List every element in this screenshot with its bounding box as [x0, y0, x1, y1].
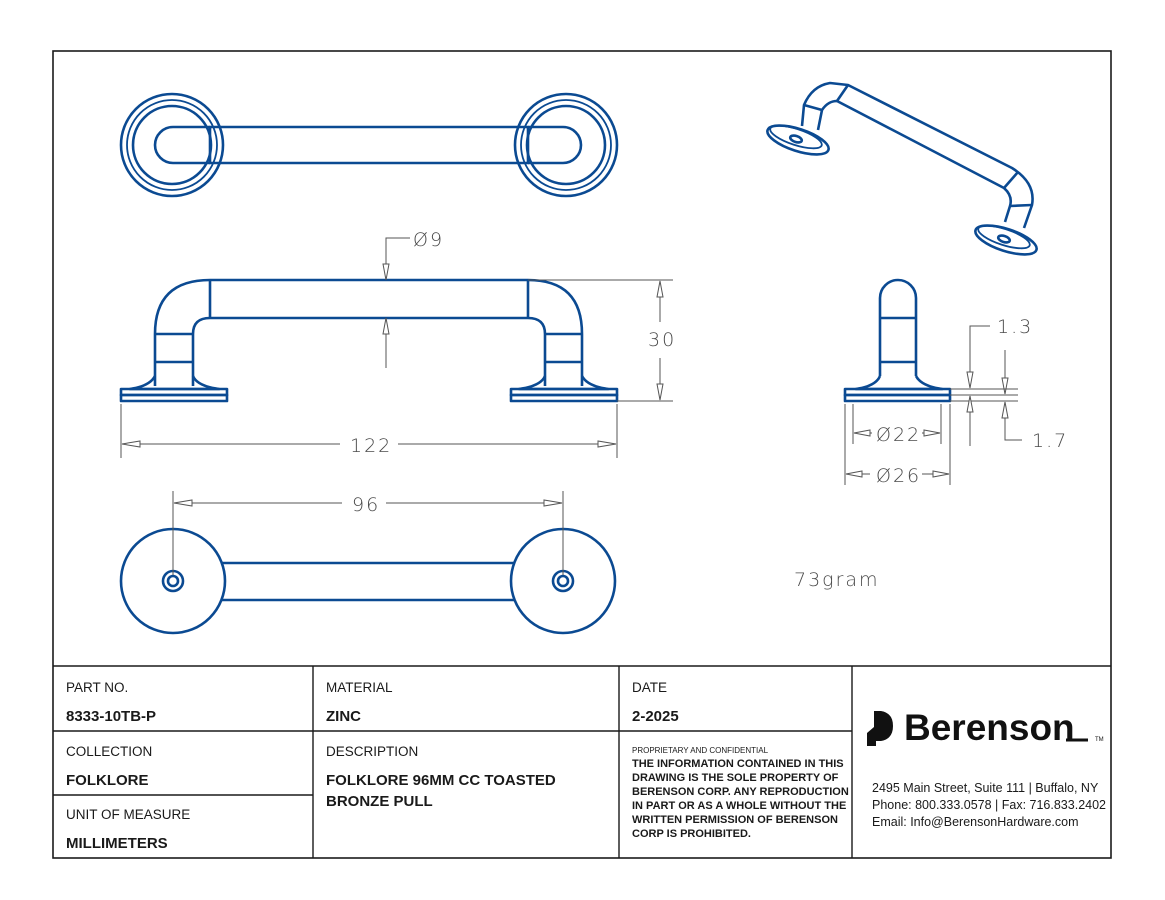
notice-line: CORP IS PROHIBITED. — [632, 828, 751, 840]
date-label: DATE — [632, 680, 667, 695]
notice-heading: PROPRIETARY AND CONFIDENTIAL — [632, 746, 769, 755]
part-no-value: 8333-10TB-P — [66, 708, 156, 725]
trademark: TM — [1095, 737, 1104, 743]
notice-line: WRITTEN PERMISSION OF BERENSON — [632, 814, 838, 826]
description-value-line1: FOLKLORE 96MM CC TOASTED — [326, 772, 556, 789]
company-email: Email: Info@BerensonHardware.com — [872, 815, 1079, 829]
description-label: DESCRIPTION — [326, 744, 418, 759]
front-view — [119, 278, 619, 403]
dim-tube-diameter: Ø9 — [413, 229, 444, 251]
dim-overall-length: 122 — [350, 435, 392, 457]
dim-base-step-top: 1.3 — [997, 316, 1033, 338]
description-value-line2: BRONZE PULL — [326, 793, 433, 810]
dim-height: 30 — [648, 329, 676, 351]
notice-line: IN PART OR AS A WHOLE WITHOUT THE — [632, 800, 846, 812]
material-label: MATERIAL — [326, 680, 393, 695]
collection-value: FOLKLORE — [66, 772, 149, 789]
notice-line: BERENSON CORP. ANY REPRODUCTION — [632, 786, 849, 798]
weight-note: 73gram — [794, 569, 880, 591]
company-block: Berenson TM 2495 Main Street, Suite 111 … — [867, 707, 1106, 829]
bottom-view-dimensions: 96 — [172, 491, 564, 575]
side-view — [843, 278, 952, 403]
dim-base-outer-diameter: Ø26 — [876, 465, 921, 487]
company-address: 2495 Main Street, Suite 111 | Buffalo, N… — [872, 781, 1099, 795]
material-value: ZINC — [326, 708, 361, 725]
unit-value: MILLIMETERS — [66, 835, 168, 852]
berenson-logo-icon — [867, 711, 893, 746]
dim-base-step-bottom: 1.7 — [1032, 430, 1068, 452]
dim-base-inner-diameter: Ø22 — [876, 424, 921, 446]
notice-line: DRAWING IS THE SOLE PROPERTY OF — [632, 772, 839, 784]
unit-label: UNIT OF MEASURE — [66, 807, 190, 822]
sheet-border — [52, 50, 1112, 859]
top-view — [119, 92, 619, 198]
collection-label: COLLECTION — [66, 744, 152, 759]
date-value: 2-2025 — [632, 708, 679, 725]
company-name: Berenson — [904, 707, 1075, 748]
notice-line: THE INFORMATION CONTAINED IN THIS — [632, 758, 844, 770]
bottom-view — [119, 527, 617, 635]
title-block: PART NO. 8333-10TB-P MATERIAL ZINC DATE … — [53, 666, 853, 858]
company-phone-fax: Phone: 800.333.0578 | Fax: 716.833.2402 — [872, 798, 1106, 812]
dim-center-to-center: 96 — [352, 494, 380, 516]
isometric-view — [766, 81, 1038, 256]
part-no-label: PART NO. — [66, 680, 128, 695]
side-view-dimensions: 1.3 1.7 Ø22 Ø26 — [844, 316, 1068, 487]
front-view-dimensions: Ø9 30 122 — [120, 229, 676, 458]
